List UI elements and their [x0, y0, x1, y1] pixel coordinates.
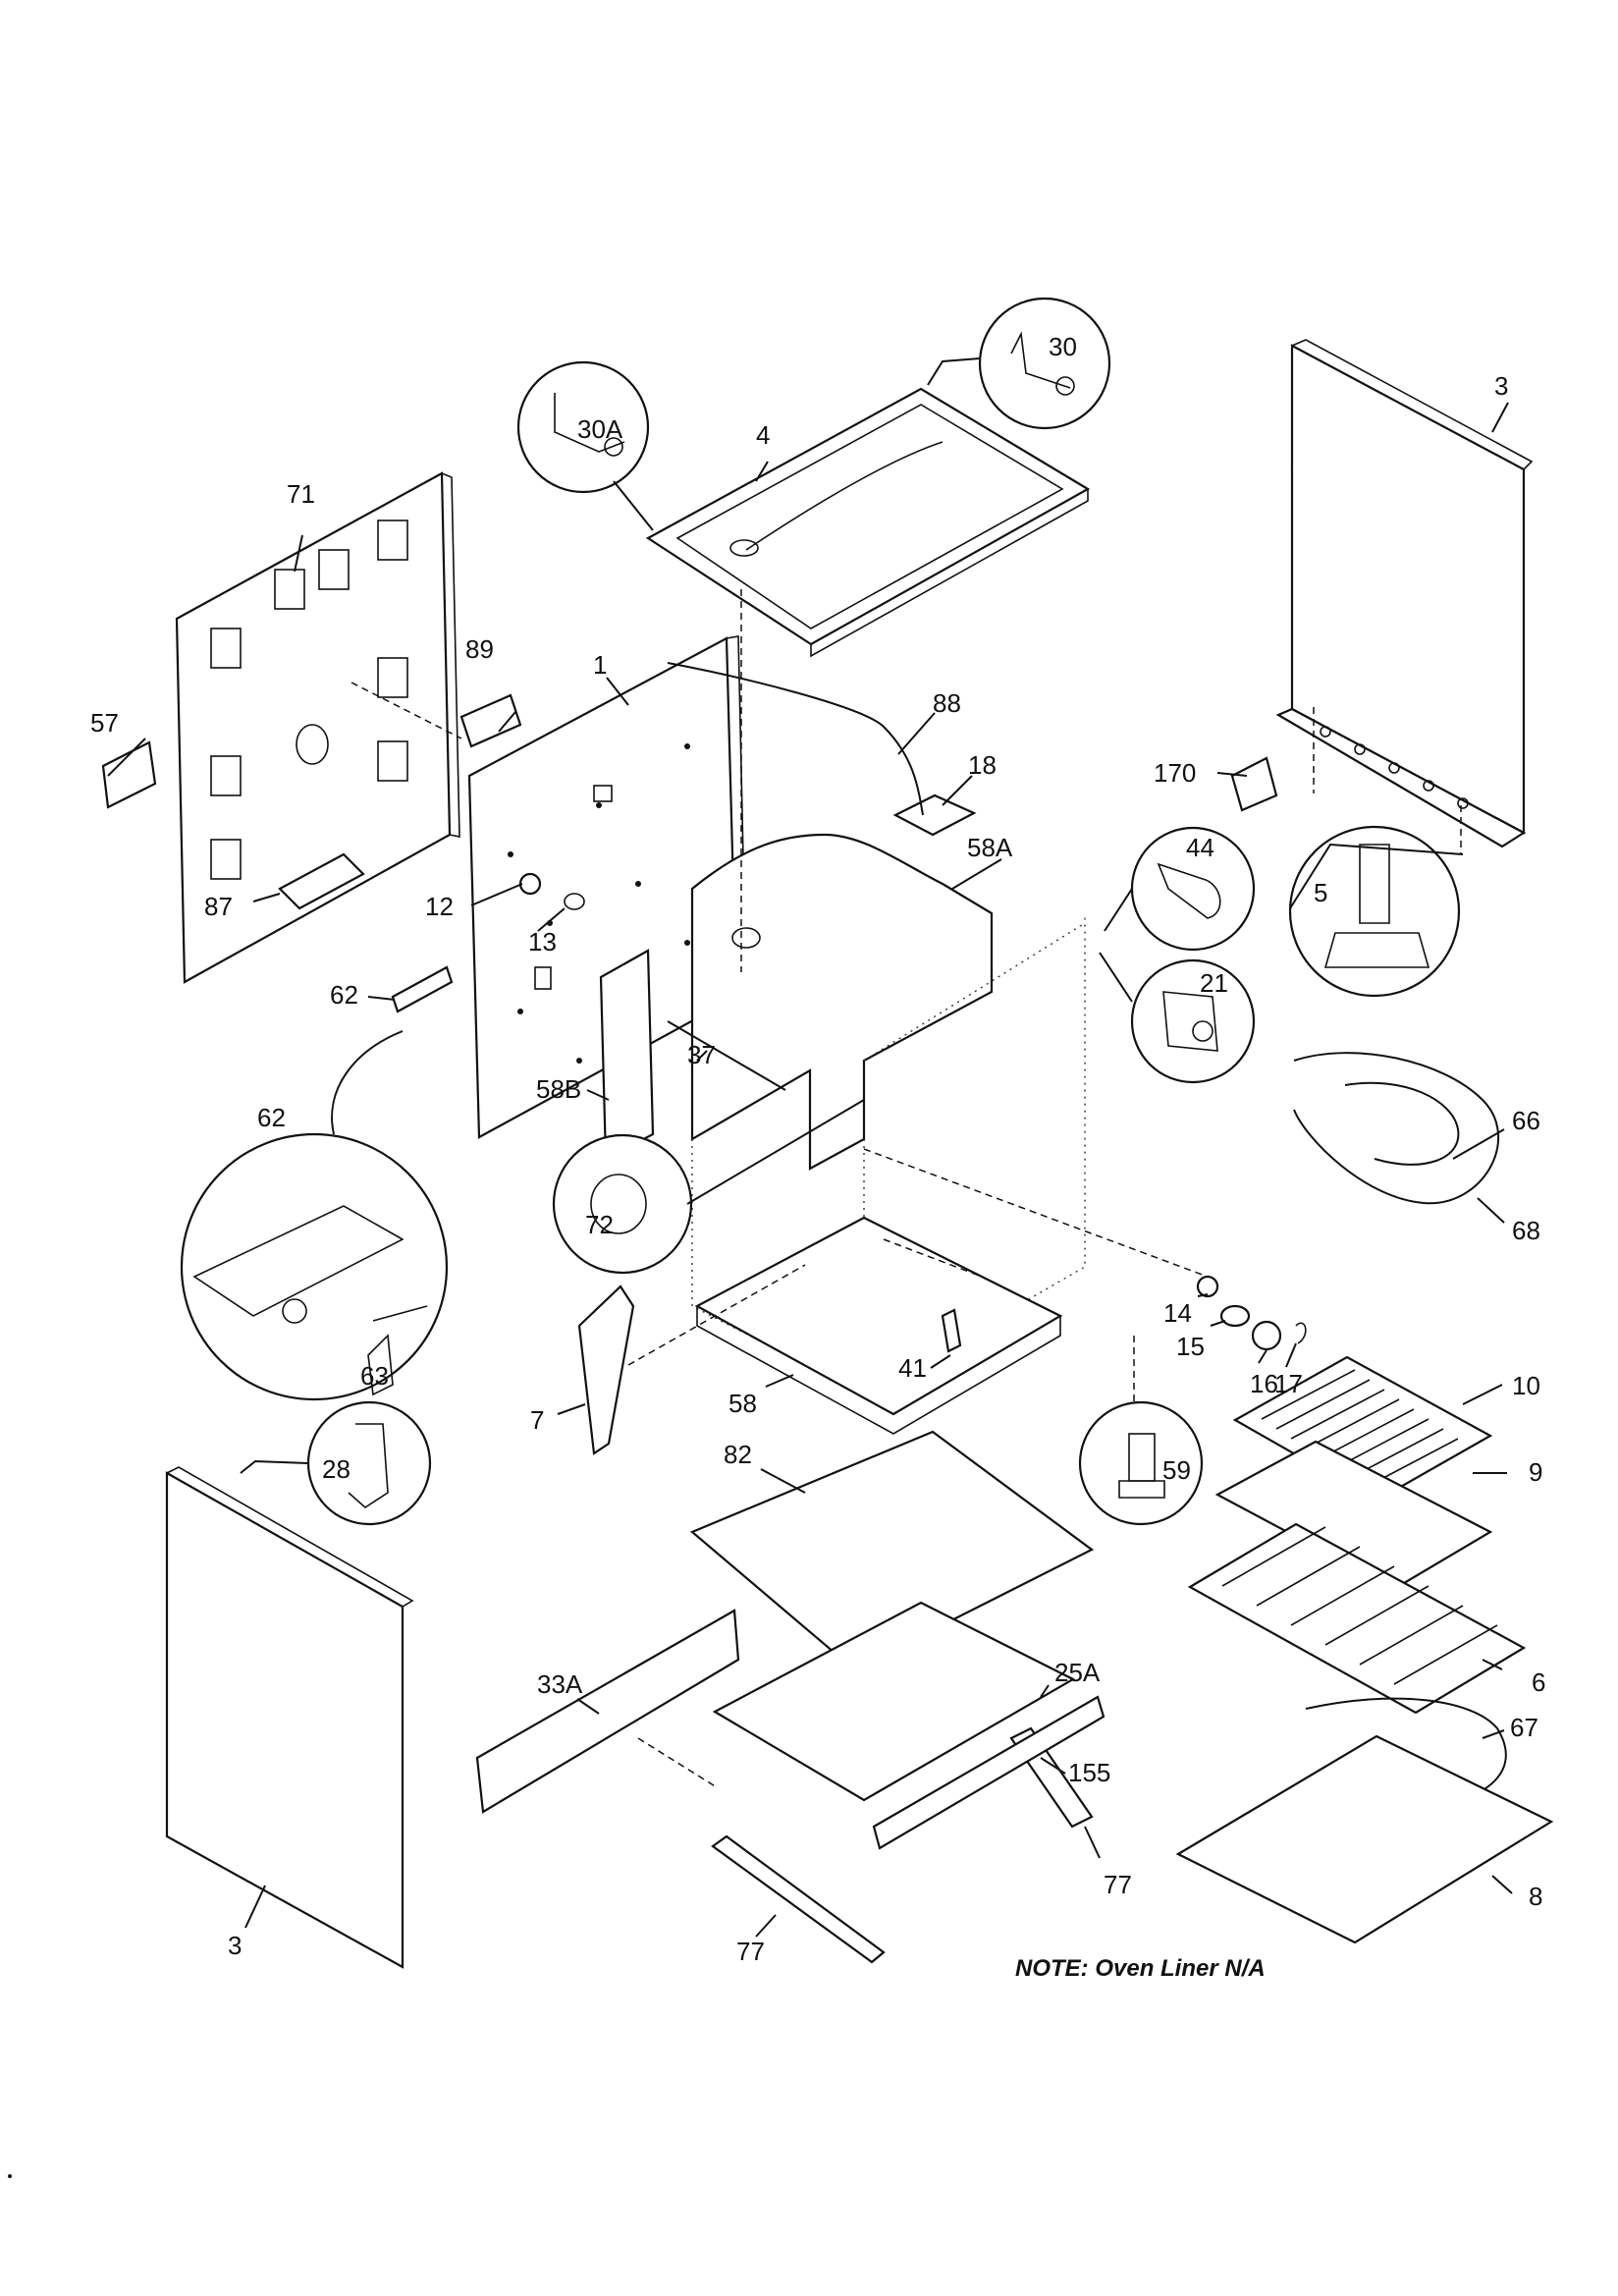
- sensor-wire-88: [667, 662, 924, 816]
- label-58B: 58B: [536, 1074, 581, 1104]
- label-71: 71: [287, 479, 315, 509]
- oven-bottom-82: [689, 1430, 1095, 1671]
- oven-liner-note: NOTE: Oven Liner N/A: [1015, 1955, 1266, 1982]
- bracket-87: [278, 852, 365, 910]
- rear-panel-71: [175, 471, 460, 984]
- cover-plate-57: [101, 740, 157, 809]
- terminal-block-62: [391, 965, 454, 1013]
- label-62: 62: [330, 980, 358, 1010]
- vent-155: [872, 1695, 1106, 1850]
- rail-33A: [475, 1609, 740, 1814]
- label-67: 67: [1510, 1713, 1538, 1742]
- label-18: 18: [968, 750, 997, 780]
- label-37: 37: [687, 1040, 716, 1069]
- broil-element-66: [1293, 1052, 1500, 1205]
- label-21: 21: [1200, 968, 1228, 998]
- bracket-41: [941, 1308, 962, 1353]
- sensor-37: [667, 1020, 786, 1091]
- detail-circle-5: [1288, 825, 1464, 998]
- lamp-clip-17: [1295, 1322, 1307, 1344]
- panel-25A: [712, 1601, 1076, 1802]
- label-28: 28: [322, 1454, 351, 1484]
- label-10: 10: [1512, 1371, 1540, 1400]
- detail-circle-62: [180, 1030, 449, 1401]
- label-7: 7: [530, 1405, 544, 1435]
- label-6: 6: [1532, 1667, 1545, 1697]
- label-30: 30: [1049, 332, 1077, 361]
- label-14: 14: [1163, 1298, 1192, 1328]
- bracket-170: [1230, 756, 1278, 812]
- label-41: 41: [898, 1353, 927, 1383]
- label-89: 89: [465, 634, 494, 664]
- label-15: 15: [1176, 1332, 1205, 1361]
- part-labels: 71 30A 4 30 3 89 1 88 18 170 57 87 12 13…: [90, 332, 1545, 1982]
- detail-circle-59: [1078, 1400, 1204, 1526]
- label-82: 82: [724, 1440, 752, 1469]
- detail-circle-72: [552, 1099, 865, 1275]
- label-5: 5: [1314, 878, 1327, 907]
- hinge-89: [459, 693, 522, 748]
- insulation-58A: [690, 833, 994, 1171]
- top-panel-4: [645, 387, 1091, 658]
- scan-mark: [8, 2174, 12, 2178]
- alignment-lines: [351, 589, 1462, 1788]
- label-57: 57: [90, 708, 119, 738]
- vent-slots: [210, 519, 408, 880]
- label-63: 63: [360, 1361, 389, 1391]
- grommet-13: [564, 893, 585, 910]
- insulation-58: [694, 1216, 1063, 1416]
- label-17: 17: [1274, 1369, 1303, 1398]
- label-72: 72: [585, 1210, 614, 1239]
- label-16: 16: [1250, 1369, 1278, 1398]
- door-hinge-7: [577, 1285, 635, 1455]
- left-side-panel-3: [165, 1466, 414, 1969]
- bracket-18: [892, 793, 977, 837]
- control-panel-1: [467, 635, 747, 1139]
- label-59: 59: [1162, 1455, 1191, 1485]
- fitting-12: [518, 872, 542, 896]
- label-58: 58: [728, 1389, 757, 1418]
- label-4: 4: [756, 420, 770, 450]
- label-44: 44: [1186, 833, 1214, 862]
- detail-circle-44: [1104, 826, 1256, 952]
- label-66: 66: [1512, 1106, 1540, 1135]
- lamp-socket-14: [1196, 1275, 1219, 1298]
- insulation-58B: [599, 949, 655, 1161]
- label-33A: 33A: [537, 1669, 583, 1699]
- label-13: 13: [528, 927, 557, 957]
- label-8: 8: [1529, 1882, 1542, 1911]
- label-3-left: 3: [228, 1931, 242, 1960]
- leveling-holes: [1320, 726, 1469, 809]
- label-58A: 58A: [967, 833, 1013, 862]
- label-87: 87: [204, 892, 233, 921]
- label-77-right: 77: [1104, 1870, 1132, 1899]
- label-3-right: 3: [1494, 371, 1508, 401]
- label-88: 88: [933, 688, 961, 718]
- label-1: 1: [593, 650, 607, 680]
- label-62-detail: 62: [257, 1103, 286, 1132]
- oven-bottom-8: [1175, 1734, 1554, 1944]
- label-170: 170: [1154, 758, 1196, 788]
- lamp-bulb-15: [1219, 1304, 1251, 1328]
- detail-circle-21: [1099, 952, 1256, 1084]
- detail-circle-30A: [516, 360, 654, 531]
- right-side-panel-3: [1275, 339, 1534, 848]
- label-155: 155: [1068, 1758, 1110, 1787]
- detail-circle-30: [927, 297, 1111, 430]
- lamp-lens-16: [1251, 1320, 1282, 1351]
- label-12: 12: [425, 892, 454, 921]
- oven-cavity: [691, 913, 1086, 1395]
- leader-lines: [107, 402, 1513, 1938]
- label-77-bottom: 77: [736, 1937, 765, 1966]
- rail-77-bottom: [711, 1834, 886, 1964]
- label-68: 68: [1512, 1216, 1540, 1245]
- label-9: 9: [1529, 1457, 1542, 1487]
- label-30A: 30A: [577, 414, 623, 444]
- label-25A: 25A: [1054, 1658, 1101, 1687]
- oven-rack-6: [1187, 1522, 1527, 1715]
- detail-circle-28: [240, 1400, 432, 1526]
